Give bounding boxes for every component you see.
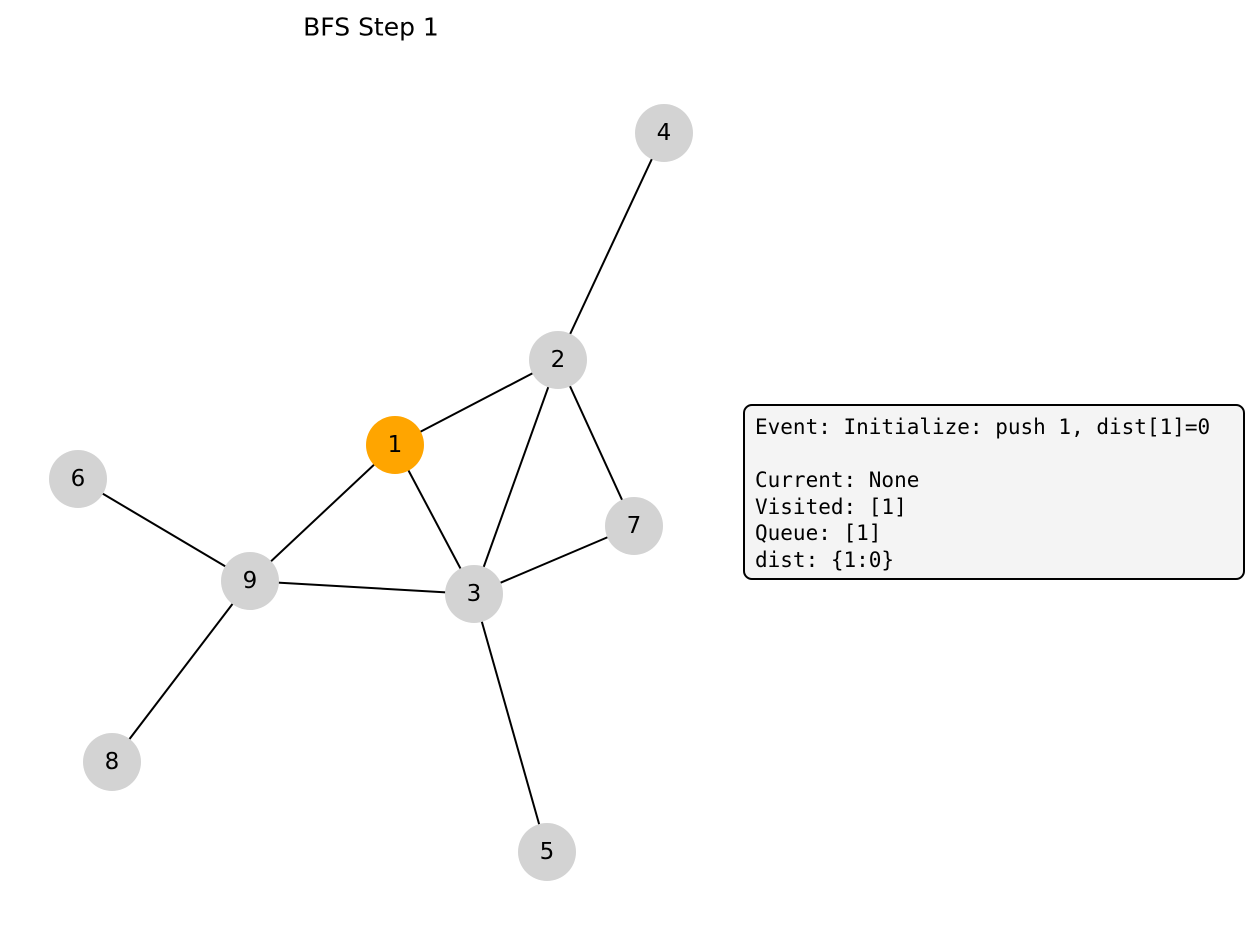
- edge-2-3: [473, 359, 559, 595]
- edge-9-8: [111, 580, 251, 763]
- edge-2-4: [557, 132, 665, 361]
- visited-text: Visited: [1]: [755, 494, 907, 519]
- node-circle-1: [366, 416, 424, 474]
- node-label-3: 3: [467, 581, 482, 607]
- event-text: Event: Initialize: push 1, dist[1]=0: [755, 415, 1211, 439]
- node-circle-9: [221, 552, 279, 610]
- edge-1-2: [394, 359, 559, 446]
- node-label-9: 9: [243, 568, 258, 594]
- node-label-5: 5: [540, 839, 555, 865]
- node-label-6: 6: [71, 466, 86, 492]
- dist-text: dist: {1:0}: [755, 547, 895, 572]
- current-text: Current: None: [755, 468, 920, 493]
- node-label-1: 1: [388, 432, 403, 458]
- edge-2-7: [557, 359, 635, 527]
- edge-1-9: [249, 444, 396, 582]
- node-7: 7: [605, 497, 663, 555]
- edge-9-6: [77, 478, 251, 582]
- node-circle-6: [49, 450, 107, 508]
- node-6: 6: [49, 450, 107, 508]
- edges-layer: [77, 132, 665, 853]
- node-circle-8: [83, 733, 141, 791]
- node-4: 4: [635, 104, 693, 162]
- node-circle-5: [518, 823, 576, 881]
- node-1: 1: [366, 416, 424, 474]
- node-5: 5: [518, 823, 576, 881]
- blank-line: [755, 441, 1243, 468]
- node-8: 8: [83, 733, 141, 791]
- node-circle-3: [445, 565, 503, 623]
- queue-text: Queue: [1]: [755, 521, 882, 546]
- node-circle-2: [529, 331, 587, 389]
- node-label-2: 2: [551, 347, 566, 373]
- nodes-layer: 1 2 3 4 5 6 7 8 9: [49, 104, 693, 881]
- node-label-4: 4: [657, 120, 672, 146]
- node-3: 3: [445, 565, 503, 623]
- node-circle-4: [635, 104, 693, 162]
- node-label-7: 7: [627, 513, 642, 539]
- page-title: BFS Step 1: [303, 12, 439, 42]
- node-9: 9: [221, 552, 279, 610]
- node-2: 2: [529, 331, 587, 389]
- node-label-8: 8: [105, 749, 120, 775]
- edge-3-5: [473, 593, 548, 853]
- edge-3-9: [249, 580, 475, 595]
- node-circle-7: [605, 497, 663, 555]
